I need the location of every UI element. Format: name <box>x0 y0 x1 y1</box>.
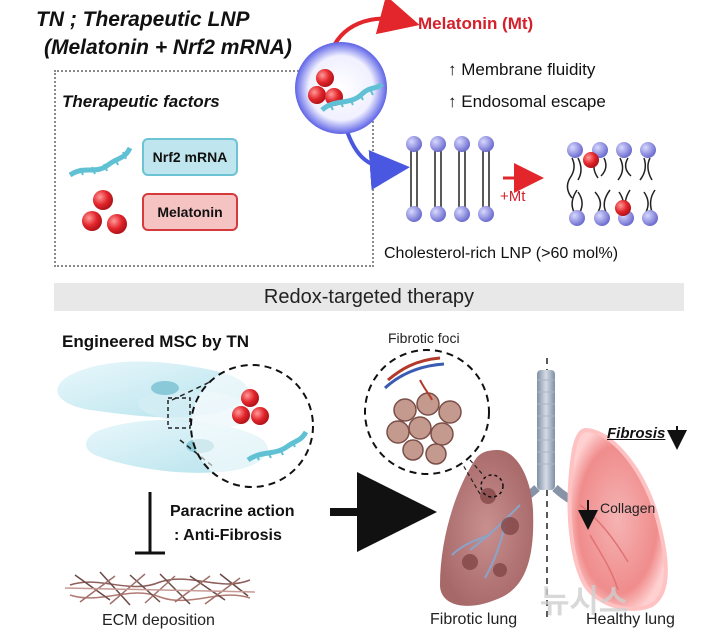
fibrotic-lung-label: Fibrotic lung <box>430 611 518 628</box>
ordered-lipid-membrane-icon <box>406 136 494 222</box>
therapeutic-factors-heading: Therapeutic factors <box>62 92 220 111</box>
nrf2-mrna-pill: Nrf2 mRNA <box>142 138 238 176</box>
title-line-1: TN ; Therapeutic LNP <box>36 8 250 31</box>
fibrotic-lung-icon <box>440 450 534 606</box>
melatonin-mt-title: Melatonin (Mt) <box>418 14 534 33</box>
top-diagram <box>68 0 658 234</box>
fibrotic-foci-label: Fibrotic foci <box>388 330 460 346</box>
healthy-lung-label: Healthy lung <box>586 611 675 628</box>
ecm-deposition-label: ECM deposition <box>102 612 215 629</box>
healthy-lung-icon <box>567 427 668 611</box>
paracrine-line-2: : Anti-Fibrosis <box>174 527 282 544</box>
paracrine-line-1: Paracrine action <box>170 503 295 520</box>
tn-zoom-circle <box>190 364 314 488</box>
melatonin-molecule-icon <box>82 190 127 234</box>
title-line-2: (Melatonin + Nrf2 mRNA) <box>44 36 292 59</box>
lnp-sphere-icon <box>295 42 387 134</box>
redox-banner: Redox-targeted therapy <box>54 283 684 311</box>
msc-heading: Engineered MSC by TN <box>62 332 250 351</box>
blue-curved-arrow <box>343 124 410 190</box>
mrna-strand-icon <box>68 146 133 178</box>
fluid-lipid-membrane-icon <box>566 142 658 226</box>
fibrotic-foci-zoom-circle <box>364 349 490 475</box>
fibrosis-label: Fibrosis <box>607 425 666 442</box>
collagen-label: Collagen <box>600 500 656 516</box>
ecm-fibers-icon <box>64 571 256 606</box>
plus-mt-label: +Mt <box>500 188 526 205</box>
watermark: 뉴시스 <box>540 583 628 619</box>
bottom-diagram: 뉴시스 <box>57 349 687 620</box>
effect-membrane-fluidity: ↑ Membrane fluidity <box>448 60 596 79</box>
up-arrow-icon: ↑ <box>448 60 457 79</box>
lnp-label: Cholesterol-rich LNP (>60 mol%) <box>384 245 619 262</box>
effect-endosomal-escape: ↑ Endosomal escape <box>448 92 606 111</box>
melatonin-pill: Melatonin <box>142 193 238 231</box>
up-arrow-icon: ↑ <box>448 92 457 111</box>
